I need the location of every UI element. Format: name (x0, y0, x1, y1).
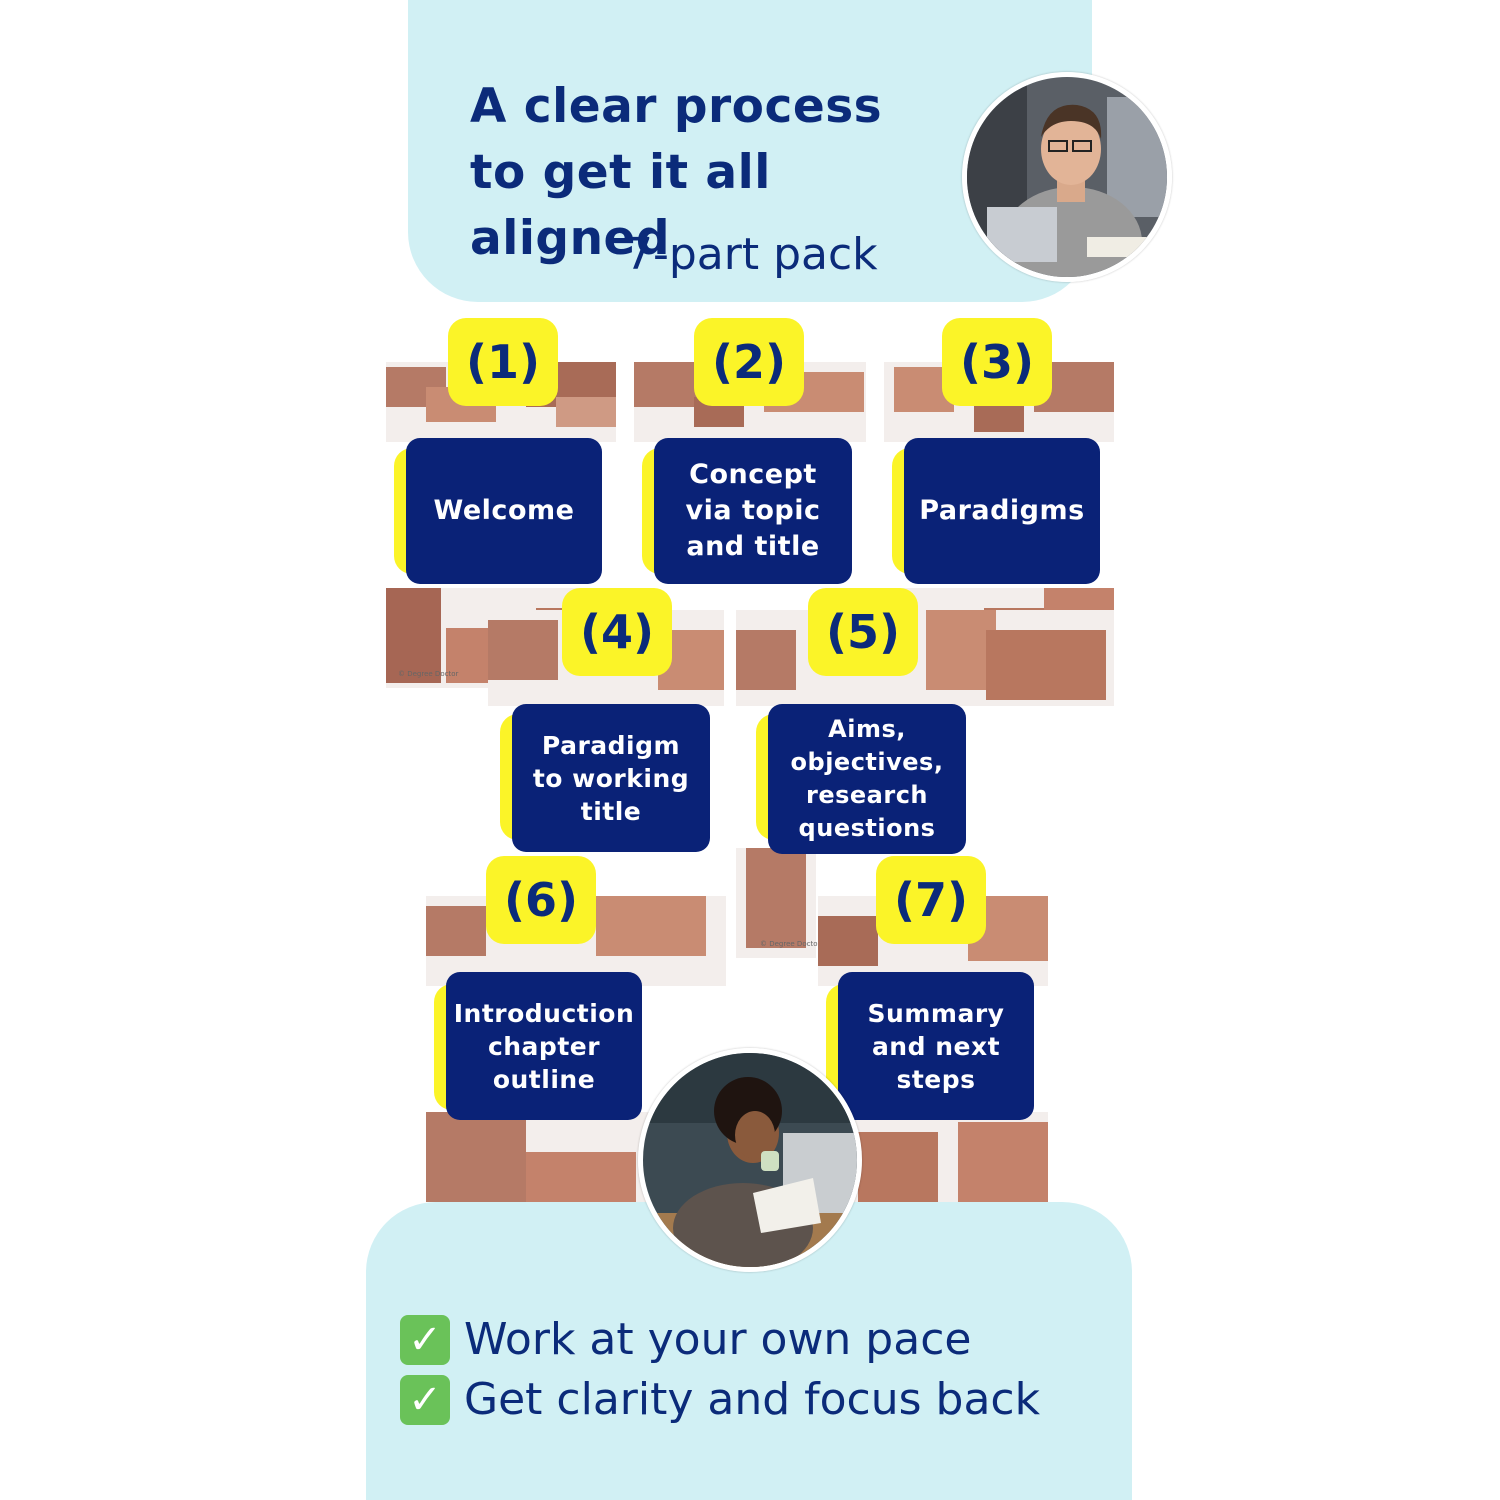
step-number-badge: (3) (942, 318, 1052, 406)
step-card-6: (6) Introduction chapter outline (426, 856, 726, 1202)
check-mark-icon: ✓ (400, 1375, 450, 1425)
step-number-badge: (6) (486, 856, 596, 944)
copyright-text: © Degree Doctor (398, 670, 459, 678)
bricks-image (736, 610, 1114, 706)
woman-reading-photo (638, 1048, 862, 1272)
man-at-laptop-photo (962, 72, 1172, 282)
bricks-image (634, 362, 866, 442)
page-title: A clear process to get it all aligned (470, 79, 883, 266)
copyright-text: © Degree Doctor (760, 940, 821, 948)
step-label: Paradigms (904, 438, 1100, 584)
step-label: Paradigm to working title (512, 704, 710, 852)
benefit-text: Get clarity and focus back (464, 1374, 1041, 1425)
step-number-badge: (4) (562, 588, 672, 676)
step-label: Welcome (406, 438, 602, 584)
step-number-badge: (2) (694, 318, 804, 406)
benefit-item: ✓ Work at your own pace (400, 1310, 971, 1370)
check-mark-icon: ✓ (400, 1315, 450, 1365)
step-label: Introduction chapter outline (446, 972, 642, 1120)
bricks-image (736, 848, 816, 958)
step-number-badge: (7) (876, 856, 986, 944)
step-number-badge: (5) (808, 588, 918, 676)
step-label: Aims, objectives, research questions (768, 704, 966, 854)
step-card-5: (5) Aims, objectives, research questions… (736, 588, 1114, 958)
step-number-badge: (1) (448, 318, 558, 406)
benefit-text: Work at your own pace (464, 1314, 972, 1365)
step-label: Concept via topic and title (654, 438, 852, 584)
step-card-2: (2) Concept via topic and title (634, 318, 866, 688)
page-subtitle: 7-part pack (625, 229, 878, 280)
step-card-7: (7) Summary and next steps (818, 856, 1048, 1202)
step-card-4: (4) Paradigm to working title (488, 588, 724, 958)
bricks-image (488, 610, 724, 706)
step-label: Summary and next steps (838, 972, 1034, 1120)
benefit-item: ✓ Get clarity and focus back (400, 1370, 1040, 1430)
